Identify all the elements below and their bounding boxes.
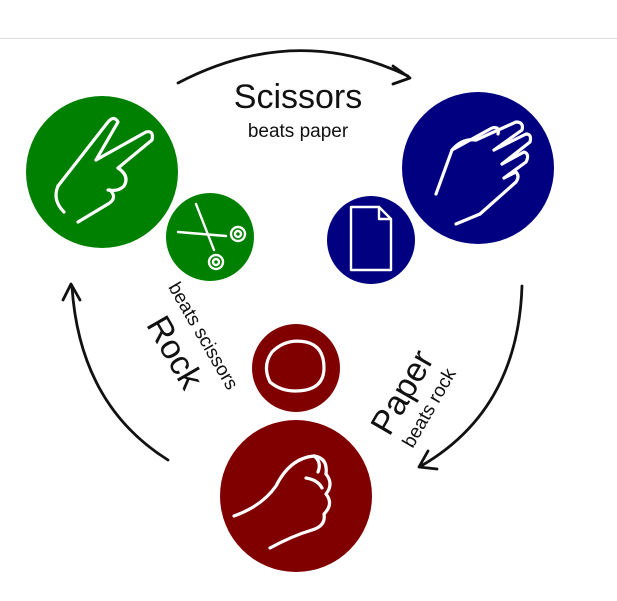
scissors-tool-circle [166, 193, 254, 281]
scissors-group: Scissors beats paper [26, 78, 362, 281]
arrow-scissors-to-paper [176, 49, 412, 86]
flat-hand-icon [434, 120, 533, 226]
top-divider [0, 38, 617, 39]
arrow-paper-to-rock [417, 284, 524, 471]
paper-group: Paper beats rock [327, 92, 554, 451]
stone-icon [264, 339, 326, 393]
peace-hand-icon [54, 116, 154, 224]
rock-fist-circle [220, 420, 372, 572]
scissors-title: Scissors [234, 78, 362, 116]
paper-document-circle [327, 196, 415, 284]
rock-stone-circle [252, 324, 340, 412]
rock-group: Rock beats scissors [139, 279, 372, 572]
scissors-hand-circle [26, 96, 178, 248]
document-icon [349, 205, 393, 272]
scissors-subtitle: beats paper [248, 121, 349, 142]
paper-hand-circle [402, 92, 554, 244]
fist-icon [232, 454, 332, 550]
arrow-rock-to-scissors [61, 282, 170, 462]
scissors-icon [176, 202, 247, 271]
